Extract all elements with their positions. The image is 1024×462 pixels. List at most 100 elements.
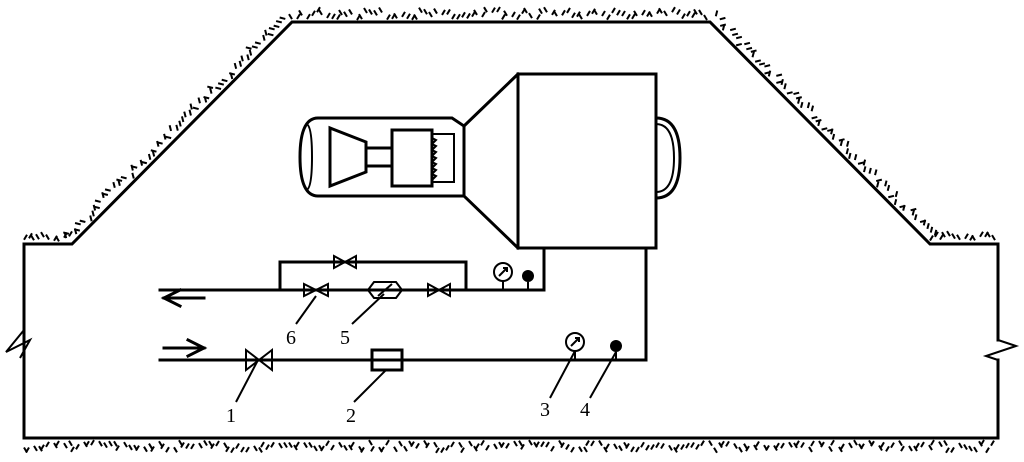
soil-hatch-mark xyxy=(840,443,845,450)
soil-hatch-mark xyxy=(338,9,343,16)
soil-hatch-mark xyxy=(363,7,368,14)
soil-hatch-mark xyxy=(908,445,913,452)
soil-hatch-mark xyxy=(719,23,727,27)
soil-hatch-mark xyxy=(160,443,165,450)
soil-hatch-mark xyxy=(668,444,673,451)
soil-hatch-mark xyxy=(373,9,378,16)
soil-hatch-mark xyxy=(248,49,253,56)
soil-hatch-mark xyxy=(343,11,348,18)
valve-inlet-1 xyxy=(245,347,273,373)
soil-hatch-mark xyxy=(845,148,849,155)
soil-hatch-mark xyxy=(260,441,265,448)
soil-hatch-mark xyxy=(886,184,891,192)
soil-hatch-mark xyxy=(764,64,771,68)
soil-hatch-mark xyxy=(750,49,757,53)
soil-hatch-mark xyxy=(929,226,934,233)
soil-hatch-mark xyxy=(551,9,556,16)
soil-hatch-mark xyxy=(968,445,973,452)
soil-hatch-mark xyxy=(466,12,471,19)
soil-hatch-mark xyxy=(147,153,152,160)
soil-hatch-mark xyxy=(658,7,663,14)
soil-hatch-mark xyxy=(795,96,803,100)
label-filter-inlet: 2 xyxy=(346,405,356,427)
soil-hatch-mark xyxy=(516,14,521,21)
soil-hatch-mark xyxy=(433,441,438,448)
soil-hatch-mark xyxy=(475,443,480,450)
soil-hatch-mark xyxy=(425,442,430,449)
soil-hatch-mark xyxy=(676,9,681,16)
soil-hatch-mark xyxy=(691,12,696,19)
soil-hatch-mark xyxy=(830,128,834,135)
soil-hatch-mark xyxy=(950,446,955,453)
soil-hatch-mark xyxy=(911,209,916,216)
soil-hatch-mark xyxy=(817,119,821,127)
soil-hatch-mark xyxy=(209,87,213,94)
soil-hatch-mark xyxy=(217,82,225,86)
soil-hatch-mark xyxy=(456,13,461,20)
soil-hatch-mark xyxy=(915,442,920,449)
soil-hatch-mark xyxy=(561,9,566,16)
soil-hatch-mark xyxy=(267,32,274,37)
soil-hatch-mark xyxy=(178,120,182,127)
soil-hatch-mark xyxy=(884,180,888,187)
soil-hatch-mark xyxy=(156,141,163,145)
soil-hatch-mark xyxy=(393,446,398,453)
soil-hatch-mark xyxy=(325,440,330,447)
soil-hatch-mark xyxy=(980,439,985,446)
sensor-outlet xyxy=(522,270,534,290)
soil-hatch-mark xyxy=(283,441,288,448)
soil-hatch-mark xyxy=(135,445,140,452)
soil-hatch-mark xyxy=(979,231,984,238)
soil-hatch-mark xyxy=(197,97,201,104)
bypass-pipe xyxy=(278,260,468,292)
soil-hatch-mark xyxy=(433,8,438,15)
soil-hatch-mark xyxy=(738,446,743,453)
soil-hatch-mark xyxy=(35,233,40,240)
soil-hatch-mark xyxy=(473,445,478,452)
soil-hatch-mark xyxy=(800,442,805,449)
soil-hatch-mark xyxy=(183,111,187,118)
soil-hatch-mark xyxy=(934,231,939,238)
soil-hatch-mark xyxy=(780,78,784,86)
soil-hatch-mark xyxy=(698,9,703,16)
soil-hatch-mark xyxy=(719,16,726,21)
soil-hatch-mark xyxy=(874,169,878,176)
soil-hatch-mark xyxy=(758,62,766,66)
soil-hatch-mark xyxy=(875,178,883,183)
soil-hatch-mark xyxy=(880,441,885,448)
soil-hatch-mark xyxy=(535,441,540,448)
soil-hatch-mark xyxy=(663,10,668,17)
soil-hatch-mark xyxy=(180,116,185,123)
soil-hatch-mark xyxy=(450,441,455,448)
runner-cone xyxy=(328,125,368,189)
soil-hatch-mark xyxy=(941,231,946,238)
soil-hatch-mark xyxy=(113,440,118,447)
soil-hatch-mark xyxy=(985,447,990,454)
soil-hatch-mark xyxy=(415,442,420,449)
soil-hatch-mark xyxy=(536,14,541,21)
soil-hatch-mark xyxy=(745,445,750,452)
soil-hatch-mark xyxy=(686,10,691,17)
soil-hatch-mark xyxy=(461,11,466,18)
soil-hatch-mark xyxy=(192,106,199,111)
soil-hatch-mark xyxy=(693,8,698,15)
soil-hatch-mark xyxy=(385,439,390,446)
soil-hatch-mark xyxy=(991,234,996,241)
soil-hatch-mark xyxy=(675,443,680,450)
soil-hatch-mark xyxy=(606,14,611,21)
soil-hatch-mark xyxy=(714,10,719,17)
soil-hatch-mark xyxy=(690,441,695,449)
soil-hatch-mark xyxy=(318,9,323,16)
soil-hatch-mark xyxy=(870,440,875,447)
soil-hatch-mark xyxy=(635,446,640,453)
soil-hatch-mark xyxy=(403,445,408,452)
generator-unit xyxy=(298,71,682,251)
soil-hatch-mark xyxy=(648,11,653,18)
soil-hatch-mark xyxy=(703,14,708,21)
soil-hatch-mark xyxy=(523,7,528,14)
soil-hatch-mark xyxy=(128,444,133,451)
soil-hatch-mark xyxy=(91,210,95,217)
soil-hatching xyxy=(23,6,996,454)
soil-hatch-mark xyxy=(238,60,243,67)
soil-hatch-mark xyxy=(230,447,235,454)
